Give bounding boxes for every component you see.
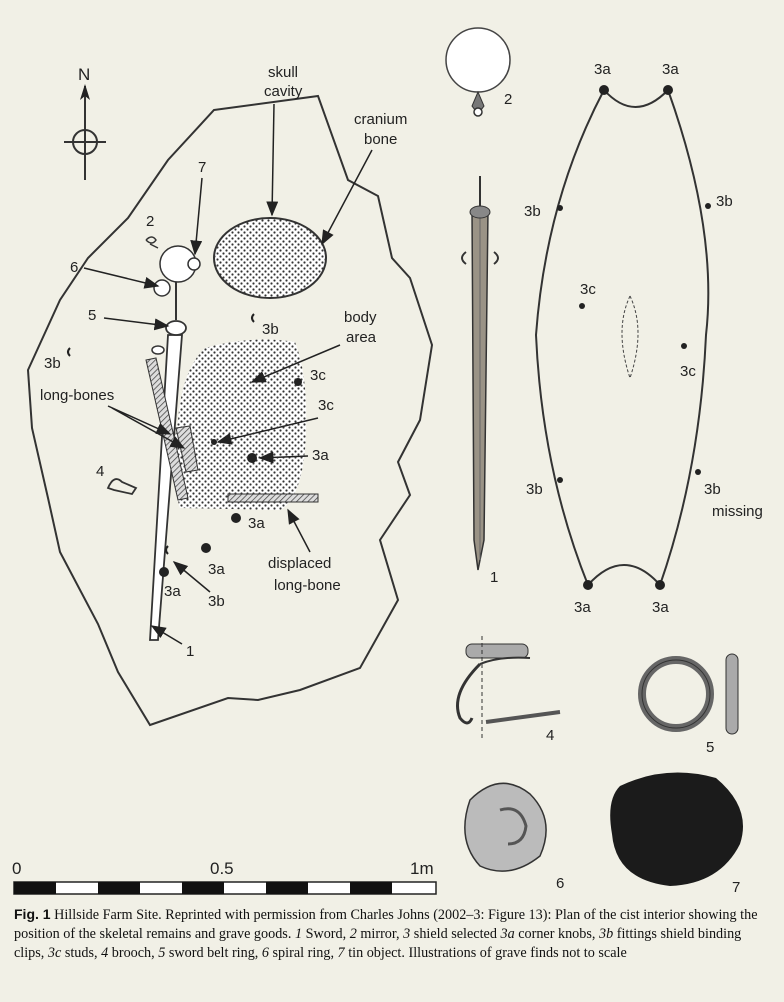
tin-object-find: 7 [610, 772, 743, 896]
label-7-cist: 7 [198, 159, 206, 176]
spiral-ring-number: 6 [556, 875, 564, 892]
caption-item: 3 [403, 926, 411, 942]
caption-text: studs, [61, 945, 102, 961]
shield-corner-tl: 3a [594, 61, 611, 78]
caption-text: brooch, [108, 945, 159, 961]
displaced-label-2: long-bone [274, 577, 341, 594]
shield-corner-br: 3a [652, 599, 669, 616]
label-3a-cist-1: 3a [312, 447, 329, 464]
displaced-long-bone [227, 493, 319, 503]
body-area [173, 339, 307, 510]
brooch-number: 4 [546, 727, 554, 744]
sword-number: 1 [490, 569, 498, 586]
north-label: N [78, 65, 90, 84]
shield-reconstruction: 3a 3a 3a 3a 3b 3b 3b 3b missing 3c 3c [524, 61, 763, 616]
shield-corner-tr: 3a [662, 61, 679, 78]
caption-item: 4 [101, 945, 109, 961]
caption-text: spiral ring, [268, 945, 338, 961]
caption-item: 3c [47, 945, 62, 961]
belt-ring-find: 5 [638, 653, 739, 756]
label-4-cist: 4 [96, 463, 104, 480]
sword-find: 1 [461, 176, 499, 586]
caption-text: Sword, [302, 926, 350, 942]
scale-zero: 0 [12, 859, 21, 878]
caption-text: Hillside Farm Site. Reprinted with permi… [14, 907, 758, 942]
caption-text: shield selected [410, 926, 501, 942]
spiral-ring-in-cist [153, 279, 171, 297]
caption-item: 7 [337, 945, 345, 961]
caption-item: 2 [349, 926, 357, 942]
displaced-label-1: displaced [268, 555, 331, 572]
mirror-number: 2 [504, 91, 512, 108]
cranium-bone [213, 217, 327, 299]
shield-clip-lr: 3b [704, 481, 721, 498]
scale-bar: 0 0.5 1m [12, 859, 437, 895]
belt-ring-number: 5 [706, 739, 714, 756]
label-3c-cist-2: 3c [318, 397, 334, 414]
label-6-cist: 6 [70, 259, 78, 276]
body-area-label-2: area [346, 329, 377, 346]
scale-one: 1m [410, 859, 434, 878]
shield-stud-left: 3c [580, 281, 596, 298]
label-3b-cist-1: 3b [208, 593, 225, 610]
caption-text: corner knobs, [514, 926, 599, 942]
figure-number: Fig. 1 [14, 906, 51, 922]
tin-object-number: 7 [732, 879, 740, 896]
shield-clip-ul: 3b [524, 203, 541, 220]
cranium-bone-label-1: cranium [354, 111, 407, 128]
caption-item: 6 [261, 945, 269, 961]
caption-item: 3b [598, 926, 614, 942]
brooch-find: 4 [456, 636, 561, 744]
skull-cavity-label-1: skull [268, 64, 298, 81]
shield-missing: missing [712, 503, 763, 520]
cist-outline [26, 94, 434, 727]
caption-text: tin object. Illustrations of grave finds… [344, 945, 627, 961]
label-1-cist: 1 [186, 643, 194, 660]
scale-half: 0.5 [210, 859, 234, 878]
caption-item: 5 [158, 945, 166, 961]
cist-plan-figure: N skull cavity cranium bone body area 2 … [12, 27, 763, 896]
caption-item: 3a [500, 926, 515, 942]
figure-caption: Fig. 1 Hillside Farm Site. Reprinted wit… [14, 905, 770, 963]
spiral-ring-find: 6 [464, 782, 564, 892]
tin-object-in-cist [187, 257, 201, 271]
label-2-cist: 2 [146, 213, 154, 230]
label-3c-cist-1: 3c [310, 367, 326, 384]
caption-item: 1 [294, 926, 303, 942]
body-area-label-1: body [344, 309, 377, 326]
brooch-in-cist [106, 478, 138, 496]
label-3a-cist-3: 3a [208, 561, 225, 578]
label-5-cist: 5 [88, 307, 96, 324]
label-3a-cist-2: 3a [248, 515, 265, 532]
label-3a-cist-4: 3a [164, 583, 181, 600]
caption-text: mirror, [356, 926, 404, 942]
caption-text: sword belt ring, [165, 945, 262, 961]
long-bones-label: long-bones [40, 387, 114, 404]
shield-clip-ur: 3b [716, 193, 733, 210]
shield-stud-right: 3c [680, 363, 696, 380]
label-3b-cist-3: 3b [44, 355, 61, 372]
sword-in-cist [149, 280, 187, 641]
mirror-find: 2 [445, 27, 512, 117]
skull-cavity-label-2: cavity [264, 83, 303, 100]
shield-clip-ll: 3b [526, 481, 543, 498]
label-3b-cist-2: 3b [262, 321, 279, 338]
caption-text: fittings shield binding clips, [14, 926, 742, 961]
shield-corner-bl: 3a [574, 599, 591, 616]
cranium-bone-label-2: bone [364, 131, 397, 148]
north-arrow: N [64, 65, 106, 180]
